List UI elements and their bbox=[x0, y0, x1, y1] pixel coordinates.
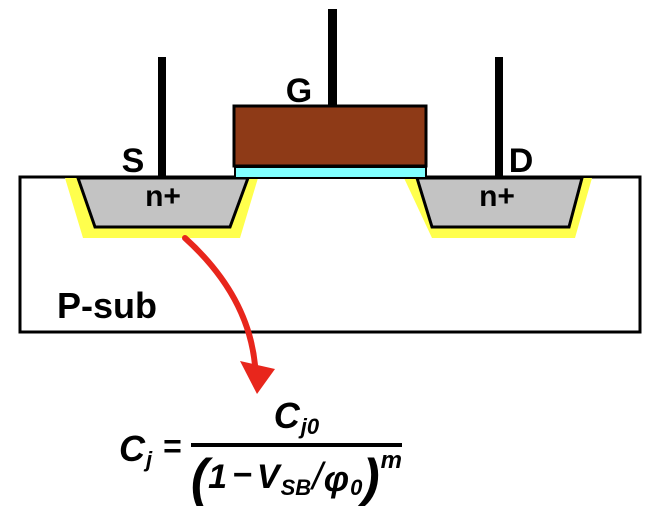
gate-contact bbox=[328, 9, 337, 107]
drain-nplus-label: n+ bbox=[479, 180, 515, 213]
formula-numerator-symbol: C bbox=[273, 395, 300, 436]
source-label: S bbox=[122, 142, 145, 180]
close-paren: ) bbox=[362, 449, 380, 507]
source-diffusion bbox=[75, 176, 251, 229]
formula-vsb-subscript: SB bbox=[280, 475, 312, 500]
gate-label: G bbox=[286, 72, 312, 110]
formula-phi-subscript: 0 bbox=[350, 475, 363, 500]
division-slash: / bbox=[312, 456, 323, 498]
formula-numerator: C j0 bbox=[274, 393, 319, 443]
formula-vsb-symbol: V bbox=[256, 458, 280, 496]
drain-contact bbox=[495, 57, 503, 178]
drain-label: D bbox=[509, 142, 534, 180]
minus-sign: − bbox=[232, 456, 252, 494]
junction-callout-arrow-shaft bbox=[182, 235, 258, 368]
gate-oxide bbox=[234, 166, 427, 179]
formula-phi-symbol: φ bbox=[323, 458, 350, 499]
gate-electrode bbox=[232, 104, 428, 168]
formula-lhs-subscript: j bbox=[146, 447, 153, 472]
formula-lhs: C j bbox=[119, 428, 152, 471]
substrate-label: P-sub bbox=[57, 285, 157, 326]
source-nplus-label: n+ bbox=[145, 180, 181, 213]
formula-denominator: ( 1 − V SB / φ 0 ) m bbox=[191, 447, 402, 505]
fraction-bar bbox=[190, 443, 402, 447]
formula-fraction: C j0 ( 1 − V SB / φ 0 ) m bbox=[190, 393, 402, 505]
junction-capacitance-formula: C j = C j0 ( 1 − V SB / φ 0 ) m bbox=[119, 393, 402, 505]
formula-equals-sign: = bbox=[163, 428, 182, 464]
formula-exponent: m bbox=[380, 447, 402, 474]
drain-diffusion bbox=[414, 176, 584, 229]
open-paren: ( bbox=[190, 449, 209, 507]
source-contact bbox=[158, 57, 166, 178]
formula-lhs-symbol: C bbox=[119, 428, 145, 469]
formula-one: 1 bbox=[208, 458, 228, 496]
formula-numerator-subscript: j0 bbox=[300, 414, 320, 439]
junction-callout-arrowhead-icon bbox=[240, 361, 275, 394]
